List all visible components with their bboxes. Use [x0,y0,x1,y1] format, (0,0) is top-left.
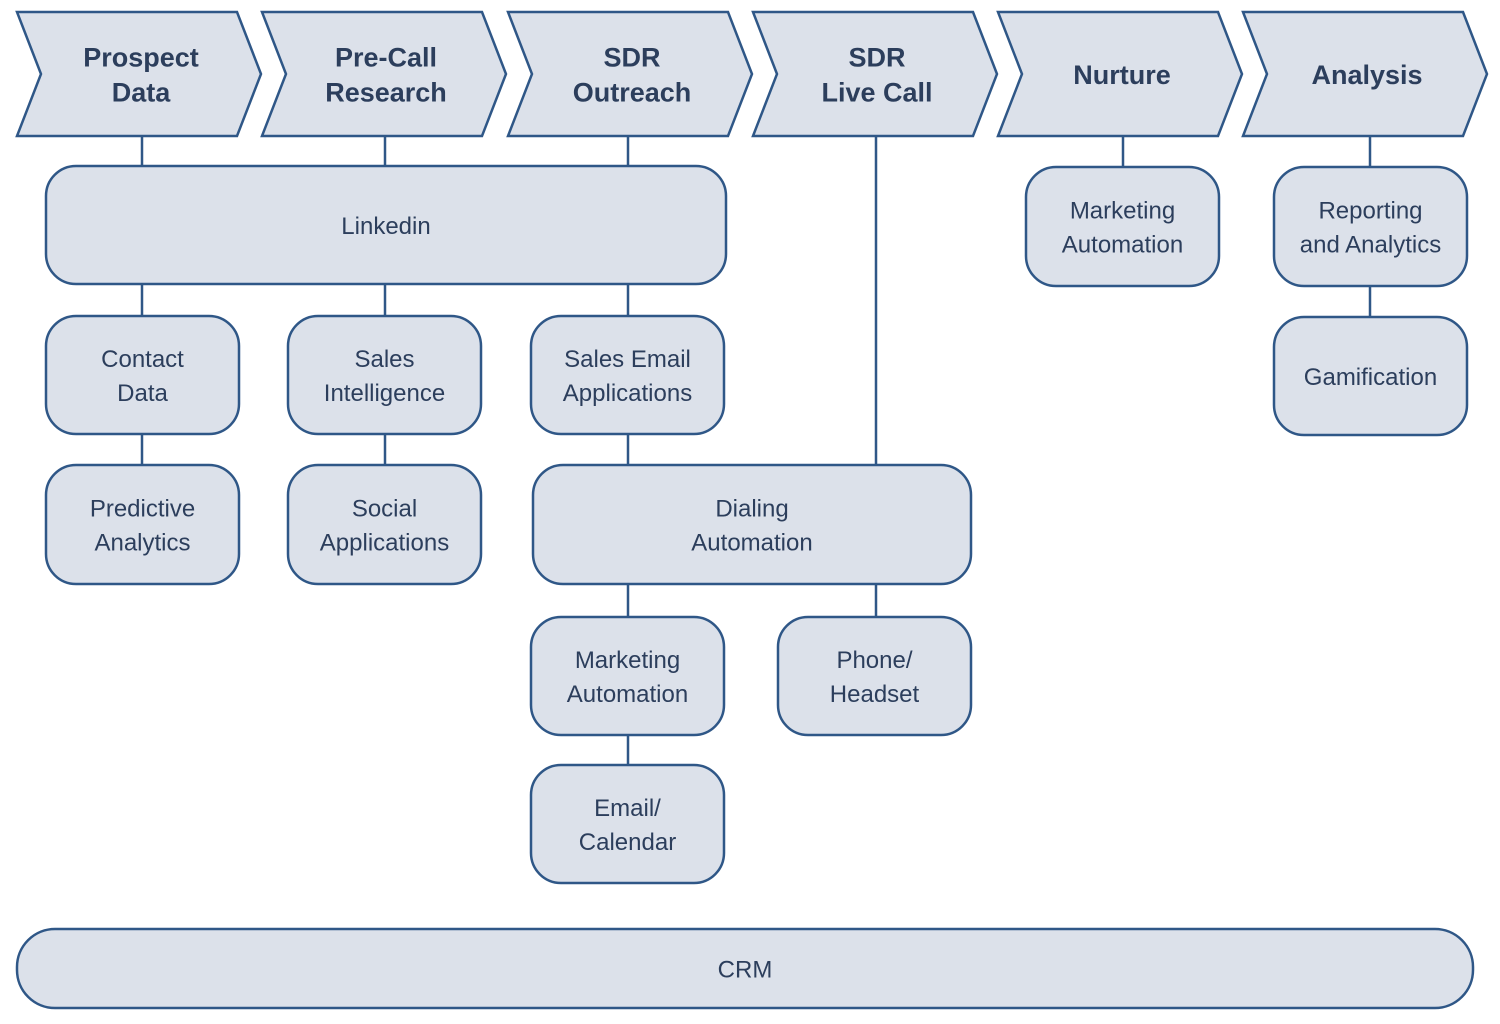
stage-label-line: Research [325,78,447,108]
reporting-and-analytics-box-label: and Analytics [1300,232,1441,259]
stage-chevron-shape [996,10,1244,138]
social-applications-box-shape [286,463,483,586]
stage-chevron-shape [1241,10,1489,138]
social-applications-box-label: Social [352,496,417,523]
marketing-automation-nurture-box-label: Marketing [1070,198,1175,225]
stage-analysis: Analysis [1241,10,1489,138]
email-calendar-box-label: Calendar [579,829,676,856]
sales-intelligence-box-shape [286,314,483,436]
reporting-and-analytics-box-shape [1272,165,1469,288]
stage-nurture: Nurture [996,10,1244,138]
stage-label-line: Live Call [821,78,932,108]
social-applications-box-label: Applications [320,530,449,557]
gamification-box-label: Gamification [1304,364,1437,391]
email-calendar-box: Email/Calendar [529,763,726,885]
predictive-analytics-box-label: Analytics [94,530,190,557]
predictive-analytics-box-label: Predictive [90,496,195,523]
stage-label-line: Pre-Call [335,43,437,73]
dialing-automation-box-label: Dialing [715,496,788,523]
sales-email-applications-box-label: Sales Email [564,346,691,373]
marketing-automation-nurture-box-shape [1024,165,1221,288]
stage-chevron-shape [260,10,508,138]
linkedin-box-label: Linkedin [341,213,430,240]
stage-chevron-shape [506,10,754,138]
stage-sdr-live-call: SDR Live Call [751,10,999,138]
contact-data-box-label: Data [117,380,168,407]
stage-label-line: SDR [848,43,905,73]
crm-bar-label: CRM [718,957,773,984]
stage-chevron-shape [15,10,263,138]
marketing-automation-outreach-box-label: Marketing [575,647,680,674]
dialing-automation-box-shape [531,463,973,586]
contact-data-box-label: Contact [101,346,184,373]
marketing-automation-outreach-box-label: Automation [567,681,688,708]
phone-headset-box-shape [776,615,973,737]
phone-headset-box-label: Headset [830,681,920,708]
stage-label-line: Analysis [1311,60,1422,90]
sales-intelligence-box-label: Intelligence [324,380,445,407]
stage-label-line: Prospect [83,43,199,73]
phone-headset-box-label: Phone/ [836,647,912,674]
linkedin-box: Linkedin [44,164,728,286]
email-calendar-box-shape [529,763,726,885]
stage-label-line: SDR [603,43,660,73]
connector-lines [140,136,1372,765]
sales-intelligence-box-label: Sales [354,346,414,373]
email-calendar-box-label: Email/ [594,795,661,822]
stage-sdr-outreach: SDR Outreach [506,10,754,138]
sales-email-applications-box-label: Applications [563,380,692,407]
linkedin-box-shape [44,164,728,286]
contact-data-box-shape [44,314,241,436]
stage-label-line: Outreach [573,78,692,108]
crm-bar: CRM [15,927,1475,1010]
reporting-and-analytics-box: Reporting and Analytics [1272,165,1469,288]
phone-headset-box: Phone/Headset [776,615,973,737]
stage-chevron-shape [751,10,999,138]
predictive-analytics-box-shape [44,463,241,586]
crm-bar-shape [15,927,1475,1010]
dialing-automation-box-label: Automation [691,530,812,557]
marketing-automation-nurture-box-label: Automation [1062,232,1183,259]
marketing-automation-outreach-box-shape [529,615,726,737]
stage-label-line: Nurture [1073,60,1171,90]
gamification-box-shape [1272,315,1469,437]
reporting-and-analytics-box-label: Reporting [1318,198,1422,225]
gamification-box: Gamification [1272,315,1469,437]
sales-email-applications-box-shape [529,314,726,436]
stage-label-line: Data [112,78,172,108]
